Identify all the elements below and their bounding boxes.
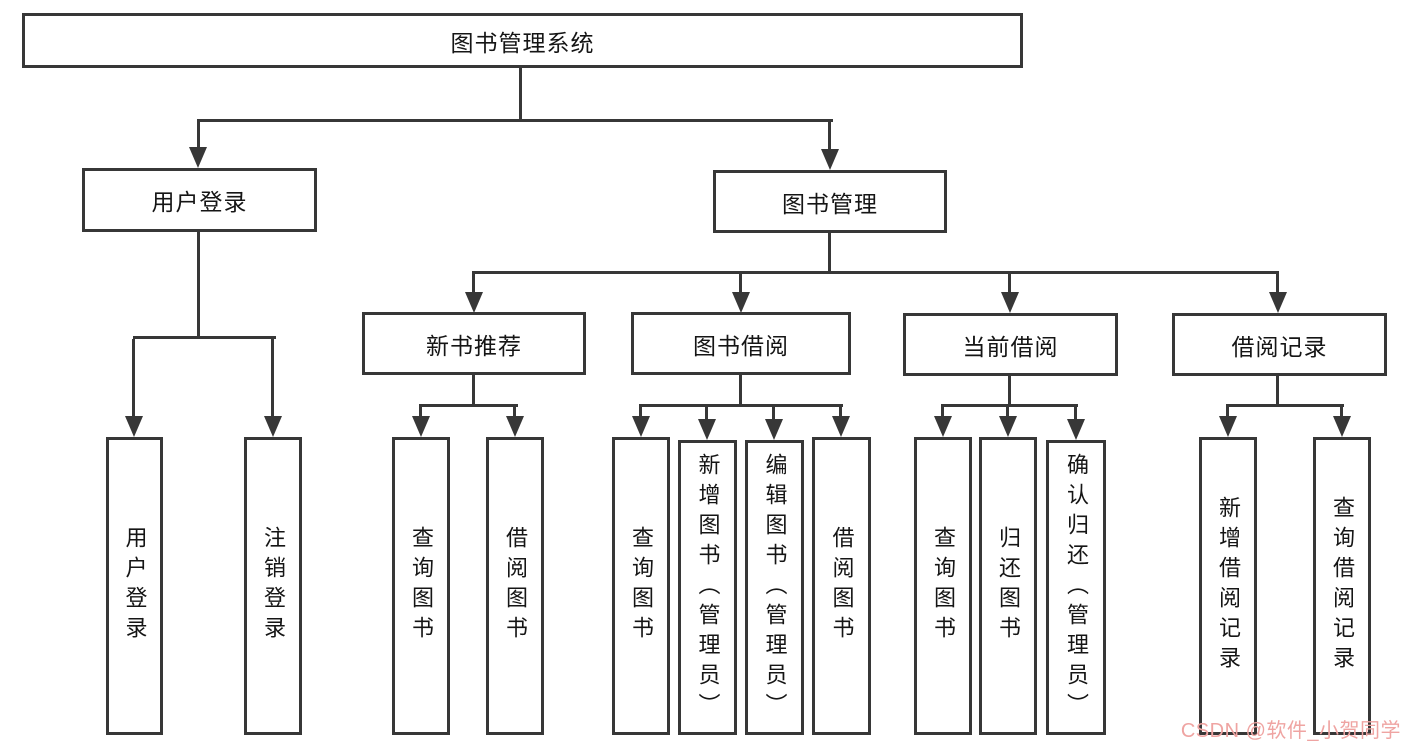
node-borrow-record: 借阅记录: [1172, 313, 1387, 376]
connector-line: [739, 274, 742, 296]
node-library-system: 图书管理系统: [22, 13, 1023, 68]
arrow-down-icon: [821, 149, 839, 170]
leaf-query-borrow-record: 查询借阅记录: [1313, 437, 1371, 735]
node-label: 用户登录: [151, 189, 248, 215]
leaf-label: 借阅图书: [829, 526, 855, 646]
connector-line: [739, 374, 742, 407]
leaf-add-borrow-record: 新增借阅记录: [1199, 437, 1257, 735]
leaf-confirm-return-admin: 确认归还（管理员）: [1046, 440, 1106, 735]
leaf-edit-book-admin: 编辑图书（管理员）: [745, 440, 804, 735]
arrow-down-icon: [999, 416, 1017, 437]
node-user-login: 用户登录: [82, 168, 317, 232]
leaf-label: 借阅图书: [503, 526, 528, 646]
connector-line: [132, 339, 135, 419]
arrow-down-icon: [412, 416, 430, 437]
leaf-label: 新增借阅记录: [1216, 496, 1241, 676]
leaf-borrow-book-2: 借阅图书: [812, 437, 871, 735]
arrow-down-icon: [832, 416, 850, 437]
node-label: 图书管理: [782, 190, 878, 217]
connector-line: [639, 407, 642, 419]
connector-line: [197, 119, 833, 122]
connector-line: [839, 407, 842, 419]
arrow-down-icon: [1333, 416, 1351, 437]
leaf-label: 新增图书（管理员）: [695, 452, 721, 723]
leaf-user-login: 用户登录: [106, 437, 163, 735]
connector-line: [705, 407, 708, 422]
watermark: CSDN @软件_小贺同学: [1180, 720, 1401, 742]
arrow-down-icon: [632, 416, 650, 437]
connector-line: [941, 407, 944, 419]
connector-line: [772, 407, 775, 422]
arrow-down-icon: [934, 416, 952, 437]
connector-line: [472, 374, 475, 407]
connector-line: [472, 274, 475, 296]
arrow-down-icon: [1001, 292, 1019, 313]
connector-line: [1276, 274, 1279, 296]
connector-line: [419, 404, 518, 407]
leaf-query-book-2: 查询图书: [612, 437, 670, 735]
connector-line: [1006, 407, 1009, 419]
connector-line: [271, 339, 274, 419]
arrow-down-icon: [125, 416, 143, 437]
leaf-label: 编辑图书（管理员）: [762, 452, 788, 723]
leaf-query-book-1: 查询图书: [392, 437, 450, 735]
node-current-borrow: 当前借阅: [903, 313, 1118, 376]
leaf-label: 查询借阅记录: [1330, 496, 1355, 676]
node-label: 新书推荐: [426, 332, 522, 359]
connector-line: [1074, 407, 1077, 422]
connector-line: [941, 404, 1078, 407]
node-book-management: 图书管理: [713, 170, 947, 233]
arrow-down-icon: [698, 419, 716, 440]
leaf-label: 查询图书: [409, 526, 434, 646]
connector-line: [639, 404, 843, 407]
arrow-down-icon: [765, 419, 783, 440]
leaf-label: 归还图书: [996, 526, 1021, 646]
leaf-borrow-book-1: 借阅图书: [486, 437, 544, 735]
node-new-book-recommend: 新书推荐: [362, 312, 586, 375]
connector-line: [133, 336, 276, 339]
connector-line: [1226, 407, 1229, 419]
connector-line: [1008, 274, 1011, 296]
arrow-down-icon: [1269, 292, 1287, 313]
leaf-logout: 注销登录: [244, 437, 302, 735]
arrow-down-icon: [732, 292, 750, 313]
connector-line: [1340, 407, 1343, 419]
node-book-borrow: 图书借阅: [631, 312, 851, 375]
arrow-down-icon: [189, 147, 207, 168]
connector-line: [197, 121, 200, 151]
leaf-query-book-3: 查询图书: [914, 437, 972, 735]
connector-line: [1276, 374, 1279, 407]
connector-line: [197, 230, 200, 339]
leaf-label: 查询图书: [629, 526, 654, 646]
connector-line: [828, 231, 831, 274]
leaf-label: 查询图书: [931, 526, 956, 646]
connector-line: [513, 407, 516, 419]
node-label: 当前借阅: [962, 333, 1059, 360]
arrow-down-icon: [1067, 419, 1085, 440]
node-label: 借阅记录: [1231, 333, 1328, 360]
arrow-down-icon: [264, 416, 282, 437]
connector-line: [828, 121, 831, 153]
connector-line: [472, 271, 1279, 274]
leaf-label: 注销登录: [261, 526, 286, 646]
leaf-label: 确认归还（管理员）: [1064, 452, 1089, 723]
arrow-down-icon: [1219, 416, 1237, 437]
connector-line: [419, 407, 422, 419]
connector-line: [1008, 374, 1011, 407]
leaf-add-book-admin: 新增图书（管理员）: [678, 440, 737, 735]
connector-line: [1226, 404, 1344, 407]
arrow-down-icon: [465, 292, 483, 313]
node-label: 图书管理系统: [450, 29, 595, 56]
node-label: 图书借阅: [693, 332, 789, 359]
leaf-label: 用户登录: [122, 526, 148, 646]
connector-line: [519, 67, 522, 120]
leaf-return-book: 归还图书: [979, 437, 1037, 735]
arrow-down-icon: [506, 416, 524, 437]
